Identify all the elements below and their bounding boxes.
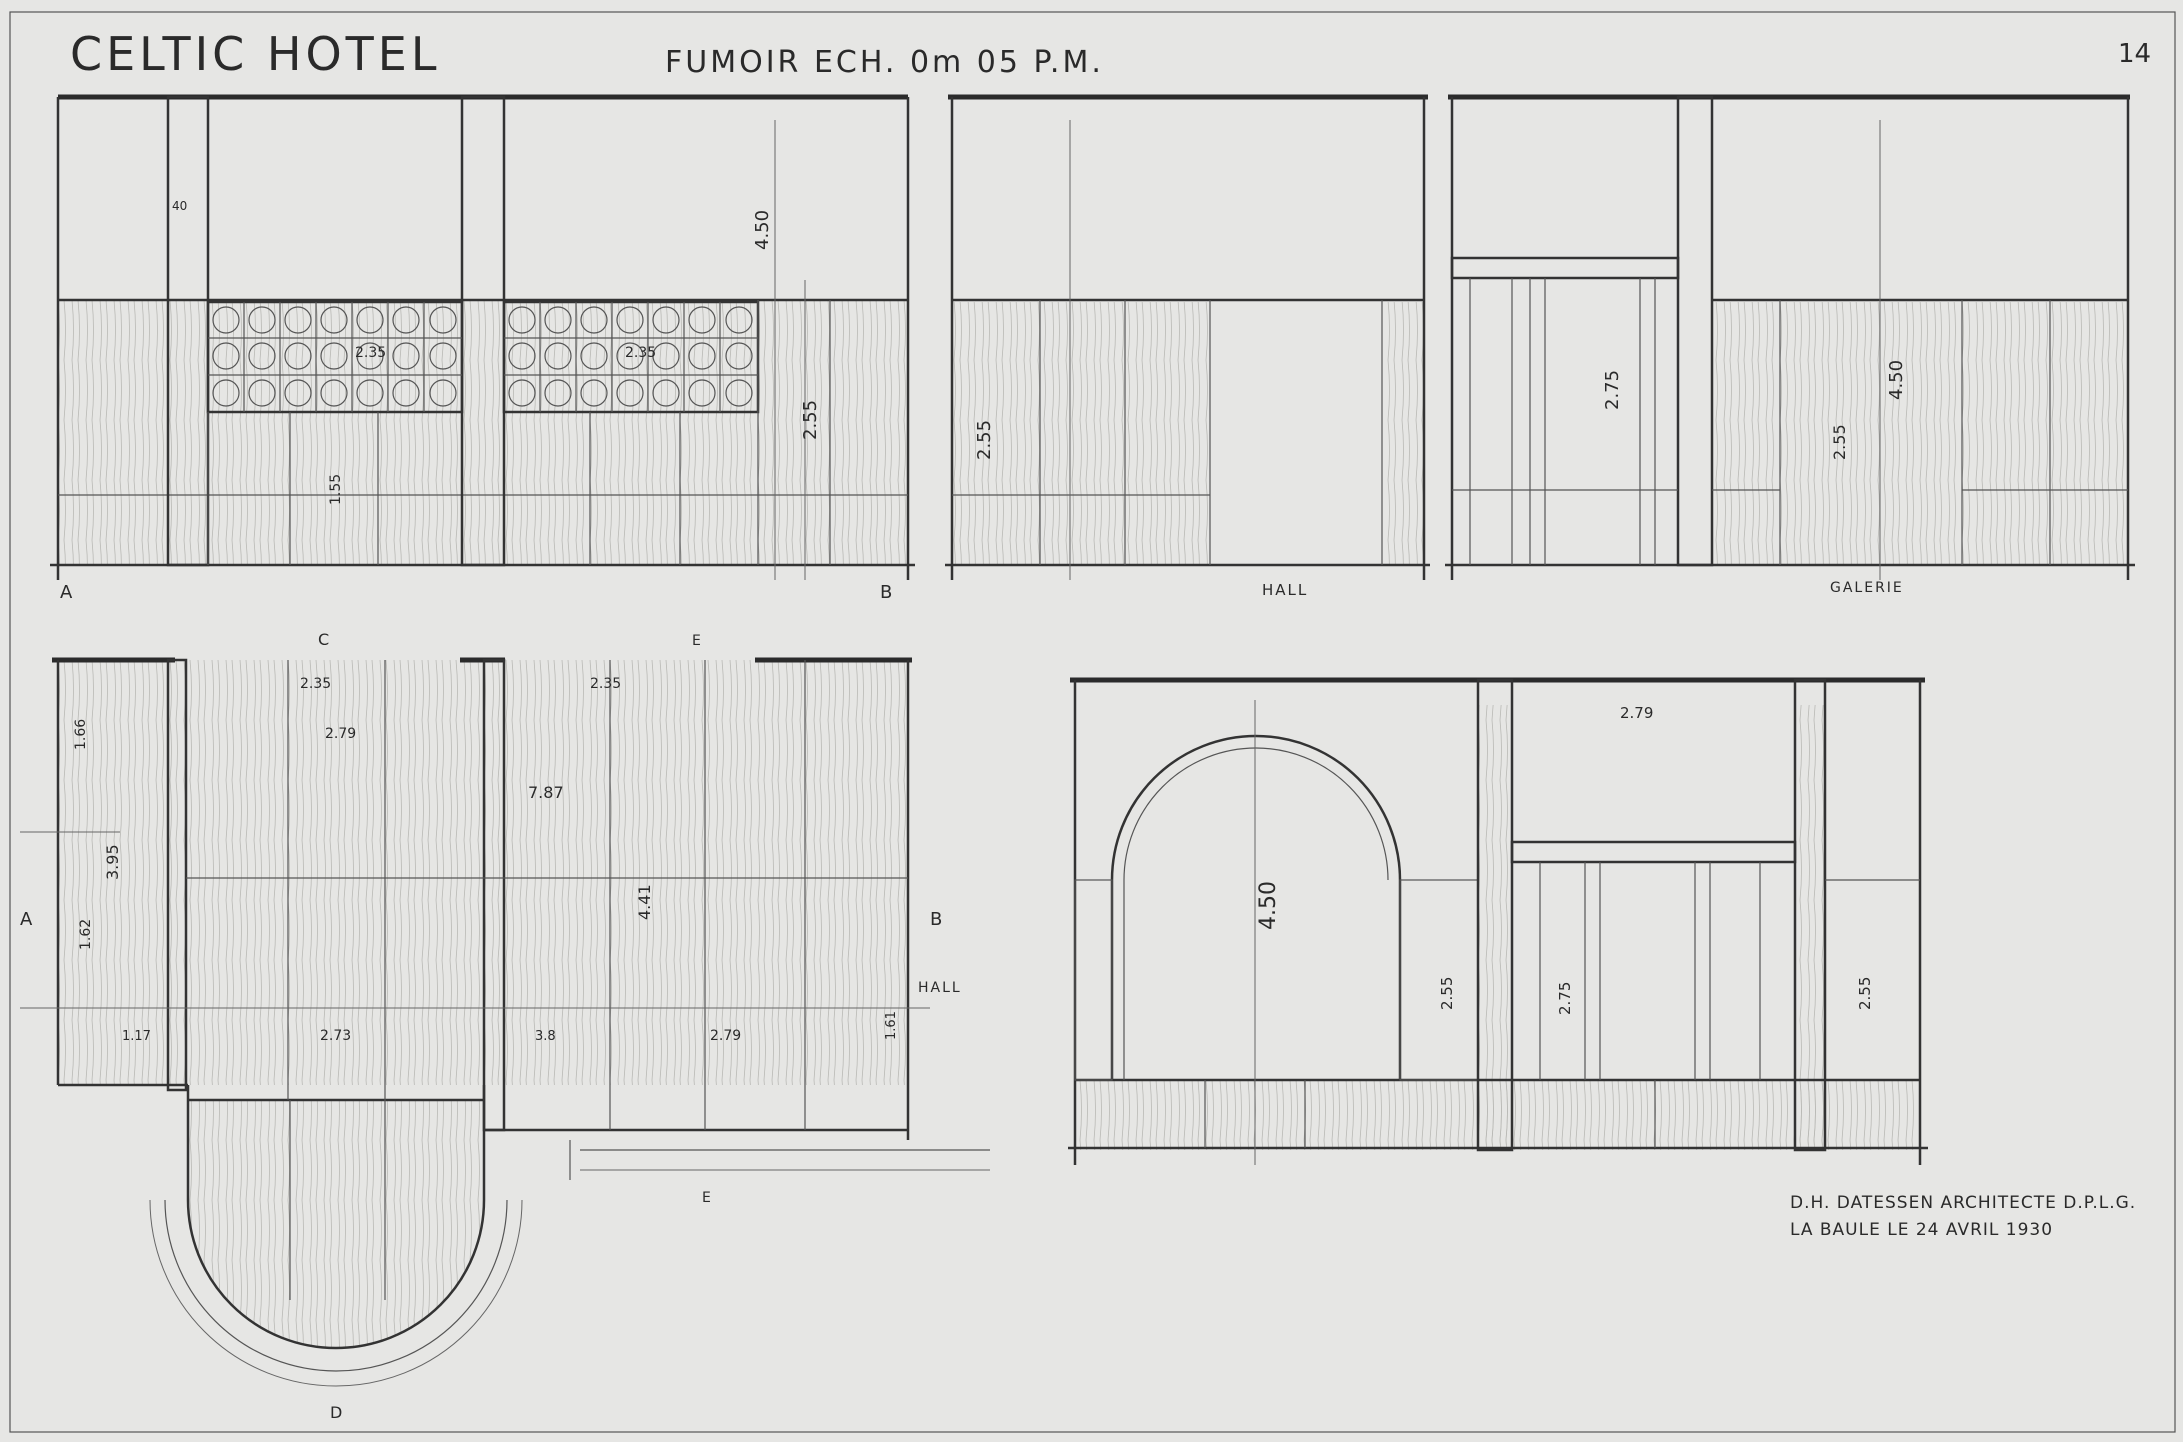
plan-dim-d: 7.87 — [528, 783, 564, 802]
elev4-dim-b: 2.75 — [1556, 982, 1574, 1015]
plan-dim-g: 1.62 — [78, 919, 94, 950]
elev1-panel-dim: 2.55 — [800, 400, 821, 440]
architect-signature: D.H. DATESSEN ARCHITECTE D.P.L.G. — [1790, 1193, 2136, 1213]
section-e-marker-bottom: E — [702, 1190, 711, 1206]
elevation-3: 2.75 4.50 2.55 GALERIE — [1445, 94, 2135, 596]
section-d-marker: D — [330, 1403, 342, 1422]
plan-dim-i: 2.73 — [320, 1028, 351, 1044]
elev1-height-dim: 4.50 — [752, 210, 773, 250]
plan-dim-h: 1.66 — [73, 719, 89, 750]
elev4-dim-c: 2.55 — [1856, 977, 1874, 1010]
plan-dim-k: 1.17 — [122, 1029, 151, 1044]
section-b-marker-top: B — [880, 582, 892, 603]
elev1-grid-dim-a: 2.35 — [355, 345, 386, 361]
elev3-height-dim: 4.50 — [1886, 360, 1907, 400]
plan-dim-l: 1.61 — [884, 1011, 899, 1040]
elev3-panel-dim: 2.55 — [1830, 424, 1849, 460]
sheet-title: CELTIC HOTEL — [70, 27, 440, 81]
hall-label-plan: HALL — [918, 980, 962, 996]
section-e-marker-top: E — [692, 633, 701, 649]
section-a-marker-top: A — [60, 582, 73, 603]
sheet-subtitle: FUMOIR ECH. 0m 05 P.M. — [665, 45, 1104, 80]
elev4-dim-a: 2.55 — [1438, 977, 1456, 1010]
plan-dim-f: 4.41 — [635, 884, 654, 920]
elev1-grid-dim-b: 2.35 — [625, 345, 656, 361]
elev2-panel-dim: 2.55 — [974, 420, 995, 460]
signature-date: LA BAULE LE 24 AVRIL 1930 — [1790, 1220, 2053, 1240]
elev1-lower-dim: 1.55 — [328, 474, 344, 505]
section-b-marker-plan: B — [930, 909, 942, 930]
elev1-post-dim: 40 — [172, 199, 187, 213]
elev4-arch-dim: 4.50 — [1256, 881, 1281, 930]
section-c-marker: C — [318, 630, 329, 649]
elev3-door-dim: 2.75 — [1602, 370, 1623, 410]
plan-dim-a: 2.35 — [300, 676, 331, 692]
elevation-4: 2.79 4.50 2.55 2.75 2.55 — [1068, 677, 1928, 1165]
elevation-1: 4.50 2.55 1.55 2.35 2.35 40 A B — [50, 94, 915, 603]
plan-dim-m: 3.8 — [535, 1029, 556, 1044]
sheet-border — [9, 11, 2176, 1433]
plan-dim-c: 2.79 — [325, 726, 356, 742]
sheet-number: 14 — [2118, 39, 2151, 69]
elev4-width-dim: 2.79 — [1620, 704, 1653, 722]
floor-plan: 2.35 2.35 2.79 7.87 3.95 4.41 1.62 1.66 … — [20, 630, 990, 1422]
plan-dim-e: 3.95 — [103, 844, 122, 880]
hall-label-top: HALL — [1262, 581, 1308, 599]
elevation-2: 2.55 HALL — [945, 94, 1430, 599]
galerie-label: GALERIE — [1830, 580, 1904, 596]
plan-dim-b: 2.35 — [590, 676, 621, 692]
plan-dim-j: 2.79 — [710, 1028, 741, 1044]
section-a-marker-plan: A — [20, 909, 33, 930]
